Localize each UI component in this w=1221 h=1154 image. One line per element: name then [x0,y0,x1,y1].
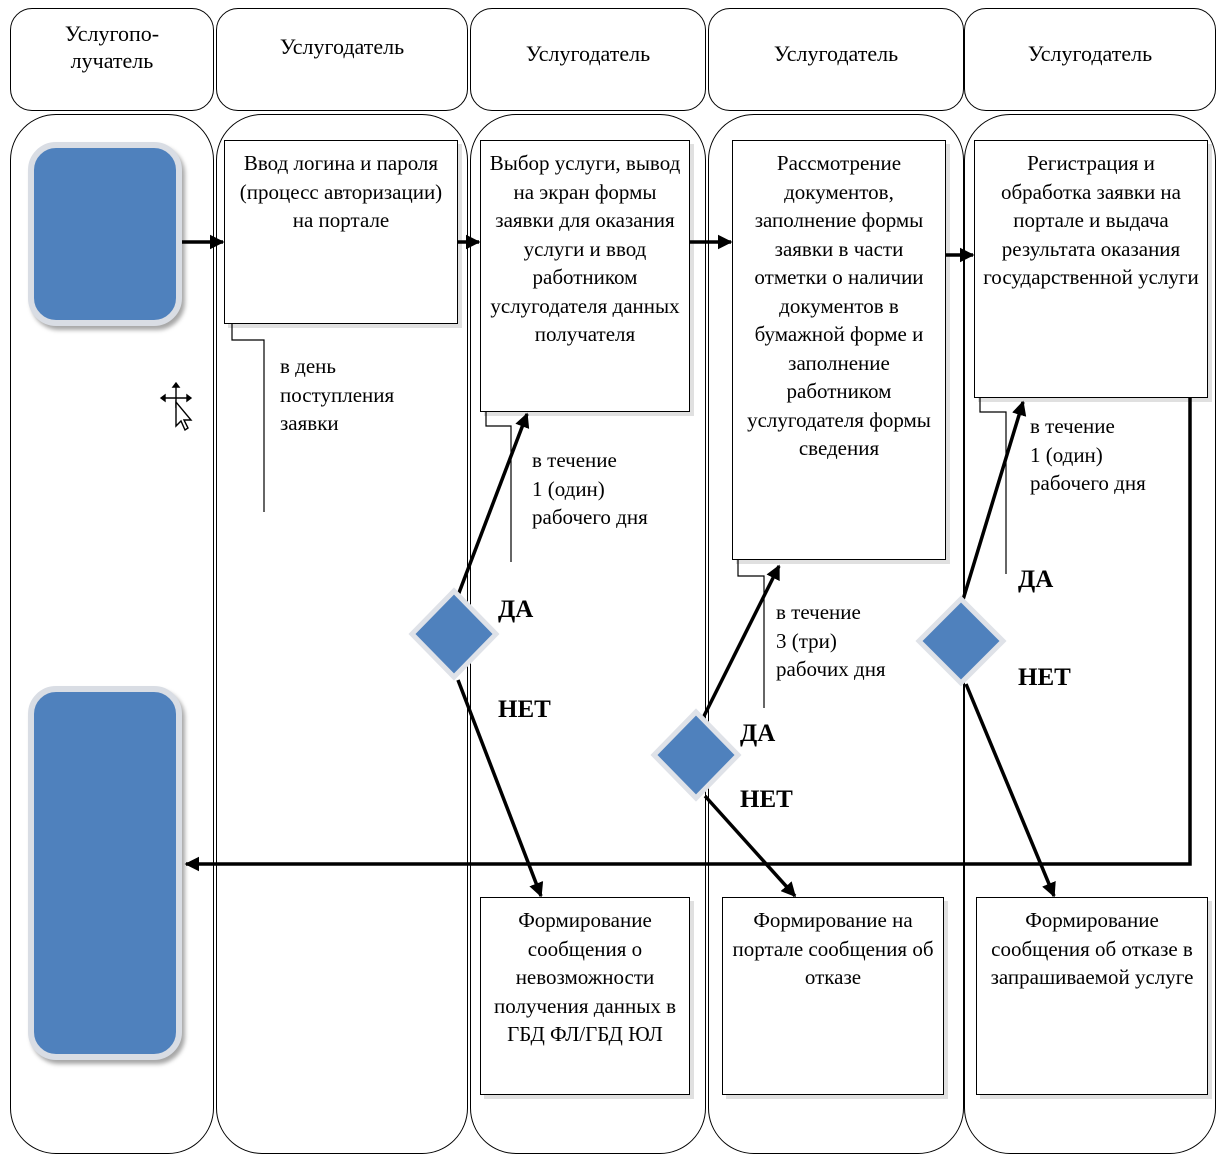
connectors-layer [182,234,1192,898]
box-login: Ввод логина и пароля (процесс авторизаци… [224,140,458,324]
start-shape [28,142,182,326]
decision1-no-label: НЕТ [498,696,551,723]
arrow-decision2-yes [699,564,781,723]
decision2-yes-label: ДА [740,720,776,747]
lane-header-provider-1: Услугодатель [216,8,468,111]
timing-line-review [737,560,765,708]
lane-header-provider-2: Услугодатель [470,8,706,111]
box-message-refusal-service: Формирование сообщения об отказе в запра… [976,897,1208,1095]
decision2-no-label: НЕТ [740,786,793,813]
decision3-no-label: НЕТ [1018,664,1071,691]
end-shape [28,686,182,1060]
arrow-decision2-no [703,794,797,898]
lane-header-provider-4: Услугодатель [964,8,1216,111]
box-registration: Регистрация и обработка заявки на портал… [974,140,1208,398]
timing-line-registration [979,398,1007,574]
note-three-days: в течение 3 (три) рабочих дня [776,600,886,681]
flowchart-diagram: Услугопо- лучатель Услугодатель Услугода… [10,8,1216,1154]
move-cursor-icon [159,381,193,432]
arrow-decision3-no [964,683,1056,898]
decision-diamond-1 [408,587,500,681]
lane-header-recipient: Услугопо- лучатель [10,8,214,111]
box-review-documents: Рассмотрение документов, заполнение форм… [732,140,946,560]
decision3-yes-label: ДА [1018,566,1054,593]
arrow-decision3-yes [960,400,1027,604]
note-one-day-registration: в течение 1 (один) рабочего дня [1030,414,1146,495]
note-on-receipt-day: в день поступления заявки [280,354,395,435]
decision-diamond-2 [650,708,742,802]
arrow-decision1-no [456,679,544,898]
timing-line-select [485,412,512,562]
decision-diamond-3 [915,595,1007,687]
return-line-to-end [184,398,1192,872]
timing-line-login [231,323,265,512]
decision1-yes-label: ДА [498,596,534,623]
box-message-refusal-portal: Формирование на портале сообщения об отк… [722,897,944,1095]
arrow-decision1-yes [455,412,530,599]
note-one-day-select: в течение 1 (один) рабочего дня [532,448,648,529]
box-select-service: Выбор услуги, вывод на экран формы заявк… [480,140,690,412]
box-message-no-data: Формирование сообщения о невозможности п… [480,897,690,1095]
lane-header-provider-3: Услугодатель [708,8,964,111]
